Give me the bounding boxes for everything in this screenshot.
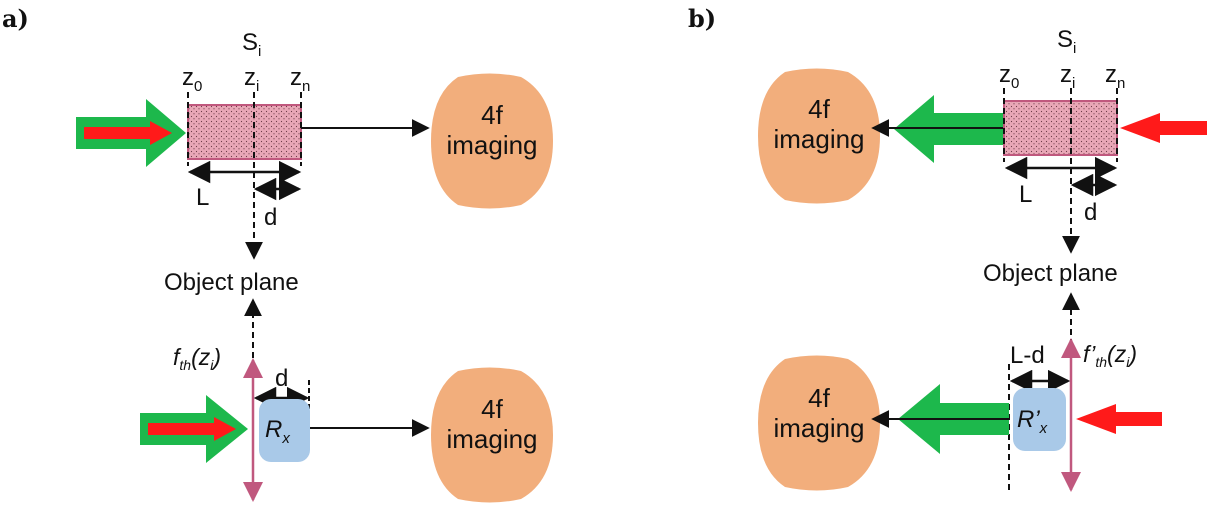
lens-rx-b [1013, 388, 1066, 451]
distance-label: d [264, 204, 277, 231]
imaging-bottom-line1: 4f [481, 394, 503, 424]
lens-rx [259, 399, 310, 462]
distance-label-bottom: d [275, 365, 288, 392]
probe-beam-arrow-bottom [148, 417, 236, 441]
imaging-bottom-b-line2: imaging [773, 413, 864, 443]
object-plane-label-b: Object plane [983, 260, 1118, 287]
section-label: Si [242, 29, 261, 60]
zn-label: zn [290, 64, 310, 95]
section-label-b: Si [1057, 26, 1076, 57]
imaging-lens-bottom-b [758, 355, 880, 491]
ld-label: L-d [1010, 342, 1045, 369]
zi-label: zi [244, 64, 259, 95]
z0-label-b: z0 [999, 61, 1019, 92]
imaging-top-line1: 4f [481, 100, 503, 130]
length-label: L [196, 184, 209, 211]
thermal-focal-label: fth(zi) [173, 344, 221, 373]
z0-label: z0 [182, 64, 202, 95]
probe-beam-arrow-bottom-b [1076, 404, 1162, 434]
imaging-top-b-line2: imaging [773, 124, 864, 154]
zi-label-b: zi [1060, 61, 1075, 92]
probe-beam-arrow [84, 121, 172, 145]
imaging-lens-top-b [758, 68, 880, 204]
imaging-lens-bottom [431, 367, 553, 503]
object-plane-label: Object plane [164, 269, 299, 296]
length-label-b: L [1019, 181, 1032, 208]
panel-b: b) Si z0 zi zn 4f imaging L d Object pla… [688, 4, 1207, 492]
imaging-bottom-line2: imaging [446, 424, 537, 454]
distance-label-b: d [1084, 199, 1097, 226]
zn-label-b: zn [1105, 61, 1125, 92]
panel-a: a) Si z0 zi zn L d Object plane 4f imagi… [2, 4, 553, 503]
imaging-top-line2: imaging [446, 130, 537, 160]
imaging-bottom-b-line1: 4f [808, 383, 830, 413]
sample-cell [187, 104, 302, 160]
probe-beam-arrow-b [1120, 113, 1207, 143]
panel-b-label: b) [688, 4, 716, 33]
lens-rx-label: Rx [265, 416, 290, 447]
thermal-focal-label-b: f’th(zi) [1083, 341, 1137, 370]
imaging-top-b-line1: 4f [808, 94, 830, 124]
imaging-lens-top [431, 73, 553, 209]
sample-cell-b [1003, 100, 1118, 156]
panel-a-label: a) [2, 4, 29, 33]
lens-rx-b-label: R’x [1017, 406, 1048, 437]
